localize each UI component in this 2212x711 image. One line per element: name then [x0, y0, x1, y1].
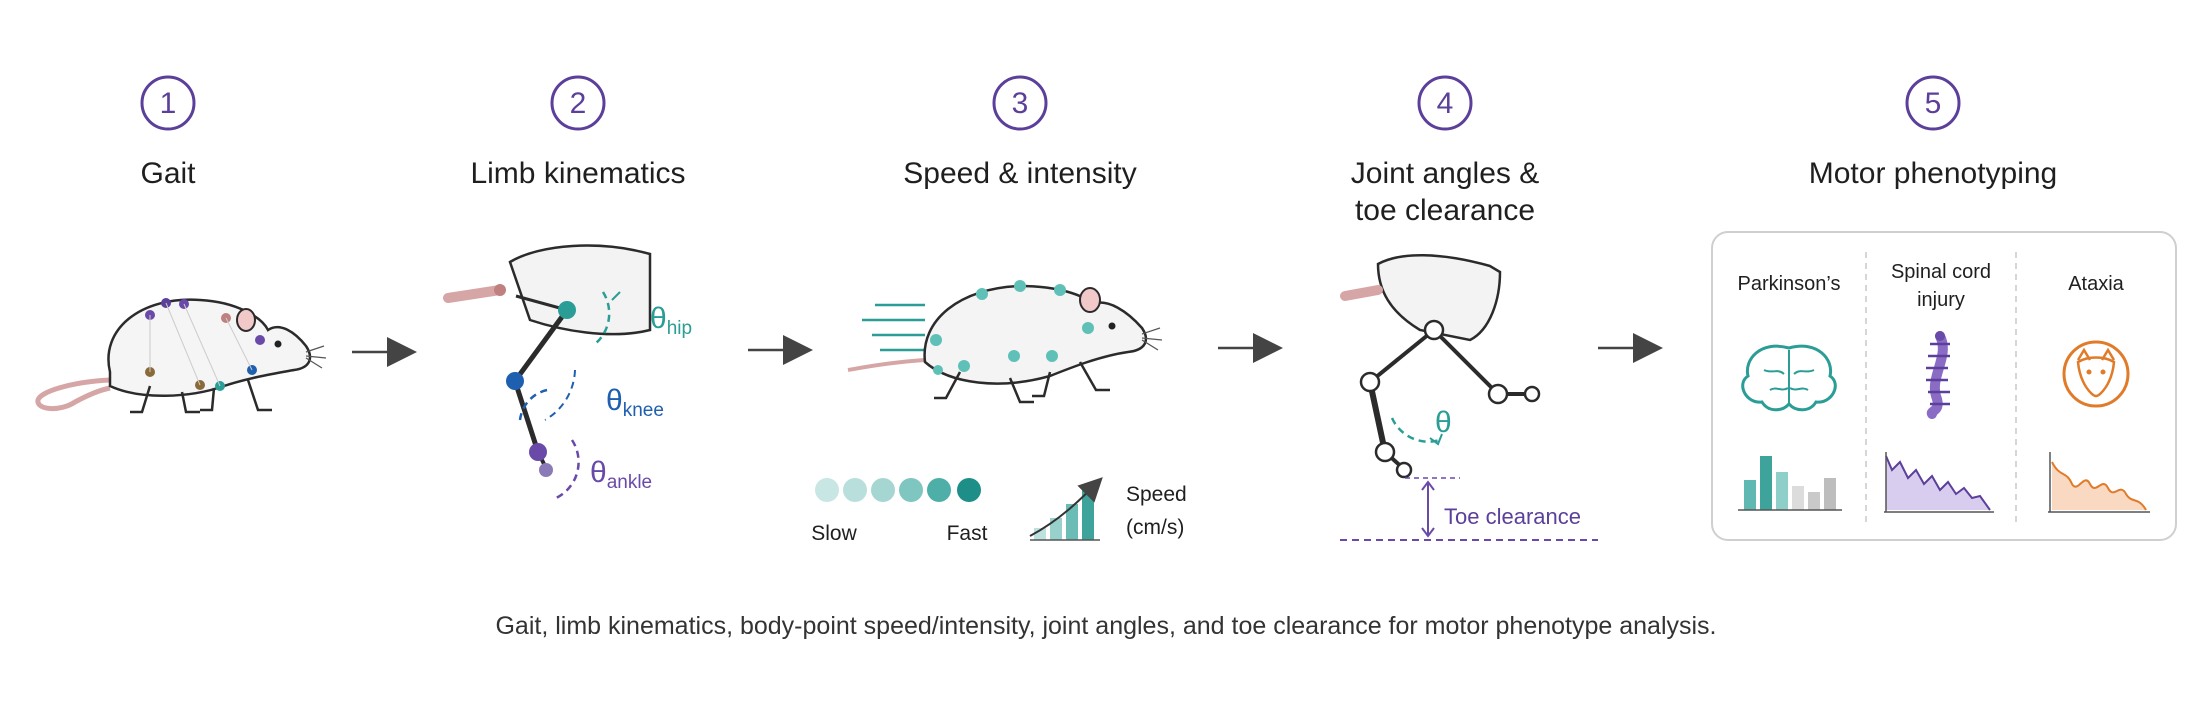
stage-number-2: 2: [550, 75, 606, 131]
fast-label: Fast: [947, 522, 988, 545]
ataxia-icon: [2062, 340, 2130, 408]
stage-title-toe-clearance: toe clearance: [1355, 194, 1535, 227]
svg-text:4: 4: [1437, 87, 1454, 120]
hip-joint-marker: [558, 301, 576, 319]
spinal-cord-signal-chart: [1884, 452, 1994, 513]
toe-clearance-label: Toe clearance: [1444, 504, 1581, 529]
stage-title-gait: Gait: [140, 157, 196, 190]
stage-title-motor-phenotyping: Motor phenotyping: [1809, 157, 2058, 190]
figure-caption: Gait, limb kinematics, body-point speed/…: [495, 612, 1717, 640]
speed-intensity-scale: Slow Fast: [811, 478, 988, 545]
gait-rat-illustration: [35, 298, 327, 414]
speed-label: Speed: [1126, 483, 1187, 506]
phenotype-label-ataxia: Ataxia: [2068, 273, 2124, 295]
ankle-joint-marker: [529, 443, 547, 461]
phenotyping-panel: Parkinson’s Spinal cord injury Ataxia: [1711, 231, 2177, 541]
speed-body-markers: [930, 280, 1094, 375]
svg-text:5: 5: [1925, 87, 1942, 120]
brain-icon: [1741, 344, 1837, 412]
svg-text:3: 3: [1012, 87, 1029, 120]
stage-title-joint-angles: Joint angles &: [1351, 157, 1539, 190]
stage-number-1: 1: [140, 75, 196, 131]
phenotype-label-injury: injury: [1917, 289, 1965, 311]
spinal-cord-icon: [1926, 331, 1950, 419]
stage-title-limb-kinematics: Limb kinematics: [470, 157, 685, 190]
stage-title-speed-intensity: Speed & intensity: [903, 157, 1136, 190]
joint-angle-illustration: θ Toe clearance: [1340, 254, 1598, 541]
svg-text:2: 2: [570, 87, 587, 120]
svg-text:1: 1: [160, 87, 177, 120]
stage-number-3: 3: [992, 75, 1048, 131]
speed-ramp-icon: Speed (cm/s): [1029, 477, 1187, 541]
theta-ankle-label: θankle: [590, 456, 652, 493]
phenotype-label-spinal-cord: Spinal cord: [1891, 261, 1991, 283]
speed-unit-label: (cm/s): [1126, 516, 1184, 539]
phenotype-label-parkinsons: Parkinson’s: [1737, 273, 1840, 295]
stage-number-5: 5: [1905, 75, 1961, 131]
slow-label: Slow: [811, 522, 857, 545]
theta-knee-label: θknee: [606, 384, 664, 421]
parkinsons-bar-chart: [1738, 456, 1842, 511]
running-rat-illustration: [847, 280, 1163, 404]
ataxia-signal-chart: [2048, 452, 2150, 513]
limb-kinematics-illustration: θhip θknee θankle: [443, 244, 692, 500]
theta-hip-label: θhip: [650, 302, 692, 339]
knee-joint-marker: [506, 372, 524, 390]
stage-number-4: 4: [1417, 75, 1473, 131]
theta-joint-label: θ: [1435, 406, 1452, 439]
